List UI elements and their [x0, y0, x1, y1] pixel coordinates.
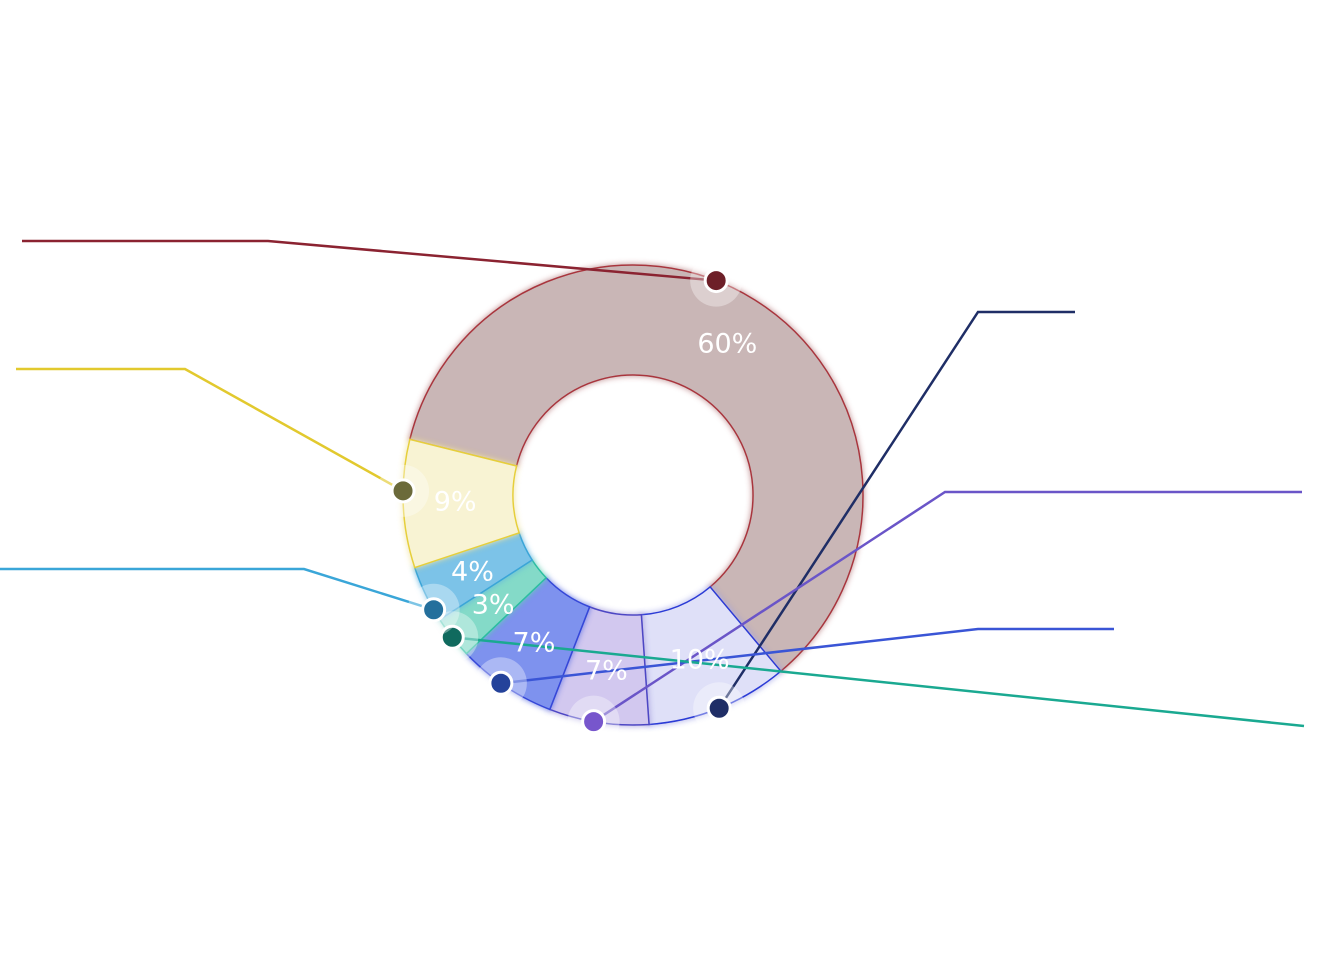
- donut-slice: [402, 438, 521, 569]
- leader-line: [452, 635, 1305, 728]
- leader-dot: [390, 478, 416, 504]
- leader-line: [0, 567, 435, 611]
- leader-dot: [421, 597, 447, 623]
- donut-slice: [408, 264, 864, 673]
- donut-slices: [402, 264, 864, 726]
- leader-dot: [439, 624, 465, 650]
- slice-label: 9%: [434, 486, 477, 517]
- leader-dot: [706, 695, 732, 721]
- slice-label: 7%: [585, 655, 628, 686]
- leader-dot: [581, 709, 607, 735]
- leader-line: [592, 490, 1302, 723]
- leader-line: [22, 239, 717, 282]
- slice-label: 3%: [472, 590, 515, 621]
- slice-label: 4%: [451, 556, 494, 587]
- leader-line: [16, 367, 404, 492]
- slice-label: 60%: [697, 329, 757, 360]
- slice-label: 7%: [513, 627, 556, 658]
- slice-label: 10%: [670, 645, 730, 676]
- slice-labels: 60% 10% 7% 7% 3%4% 9%: [434, 329, 758, 687]
- leader-dot: [488, 670, 514, 696]
- leader-line: [718, 310, 1075, 709]
- leader-dots: [377, 254, 746, 748]
- leader-lines: [0, 239, 1305, 728]
- leader-line: [500, 627, 1114, 685]
- leader-dot: [703, 268, 729, 294]
